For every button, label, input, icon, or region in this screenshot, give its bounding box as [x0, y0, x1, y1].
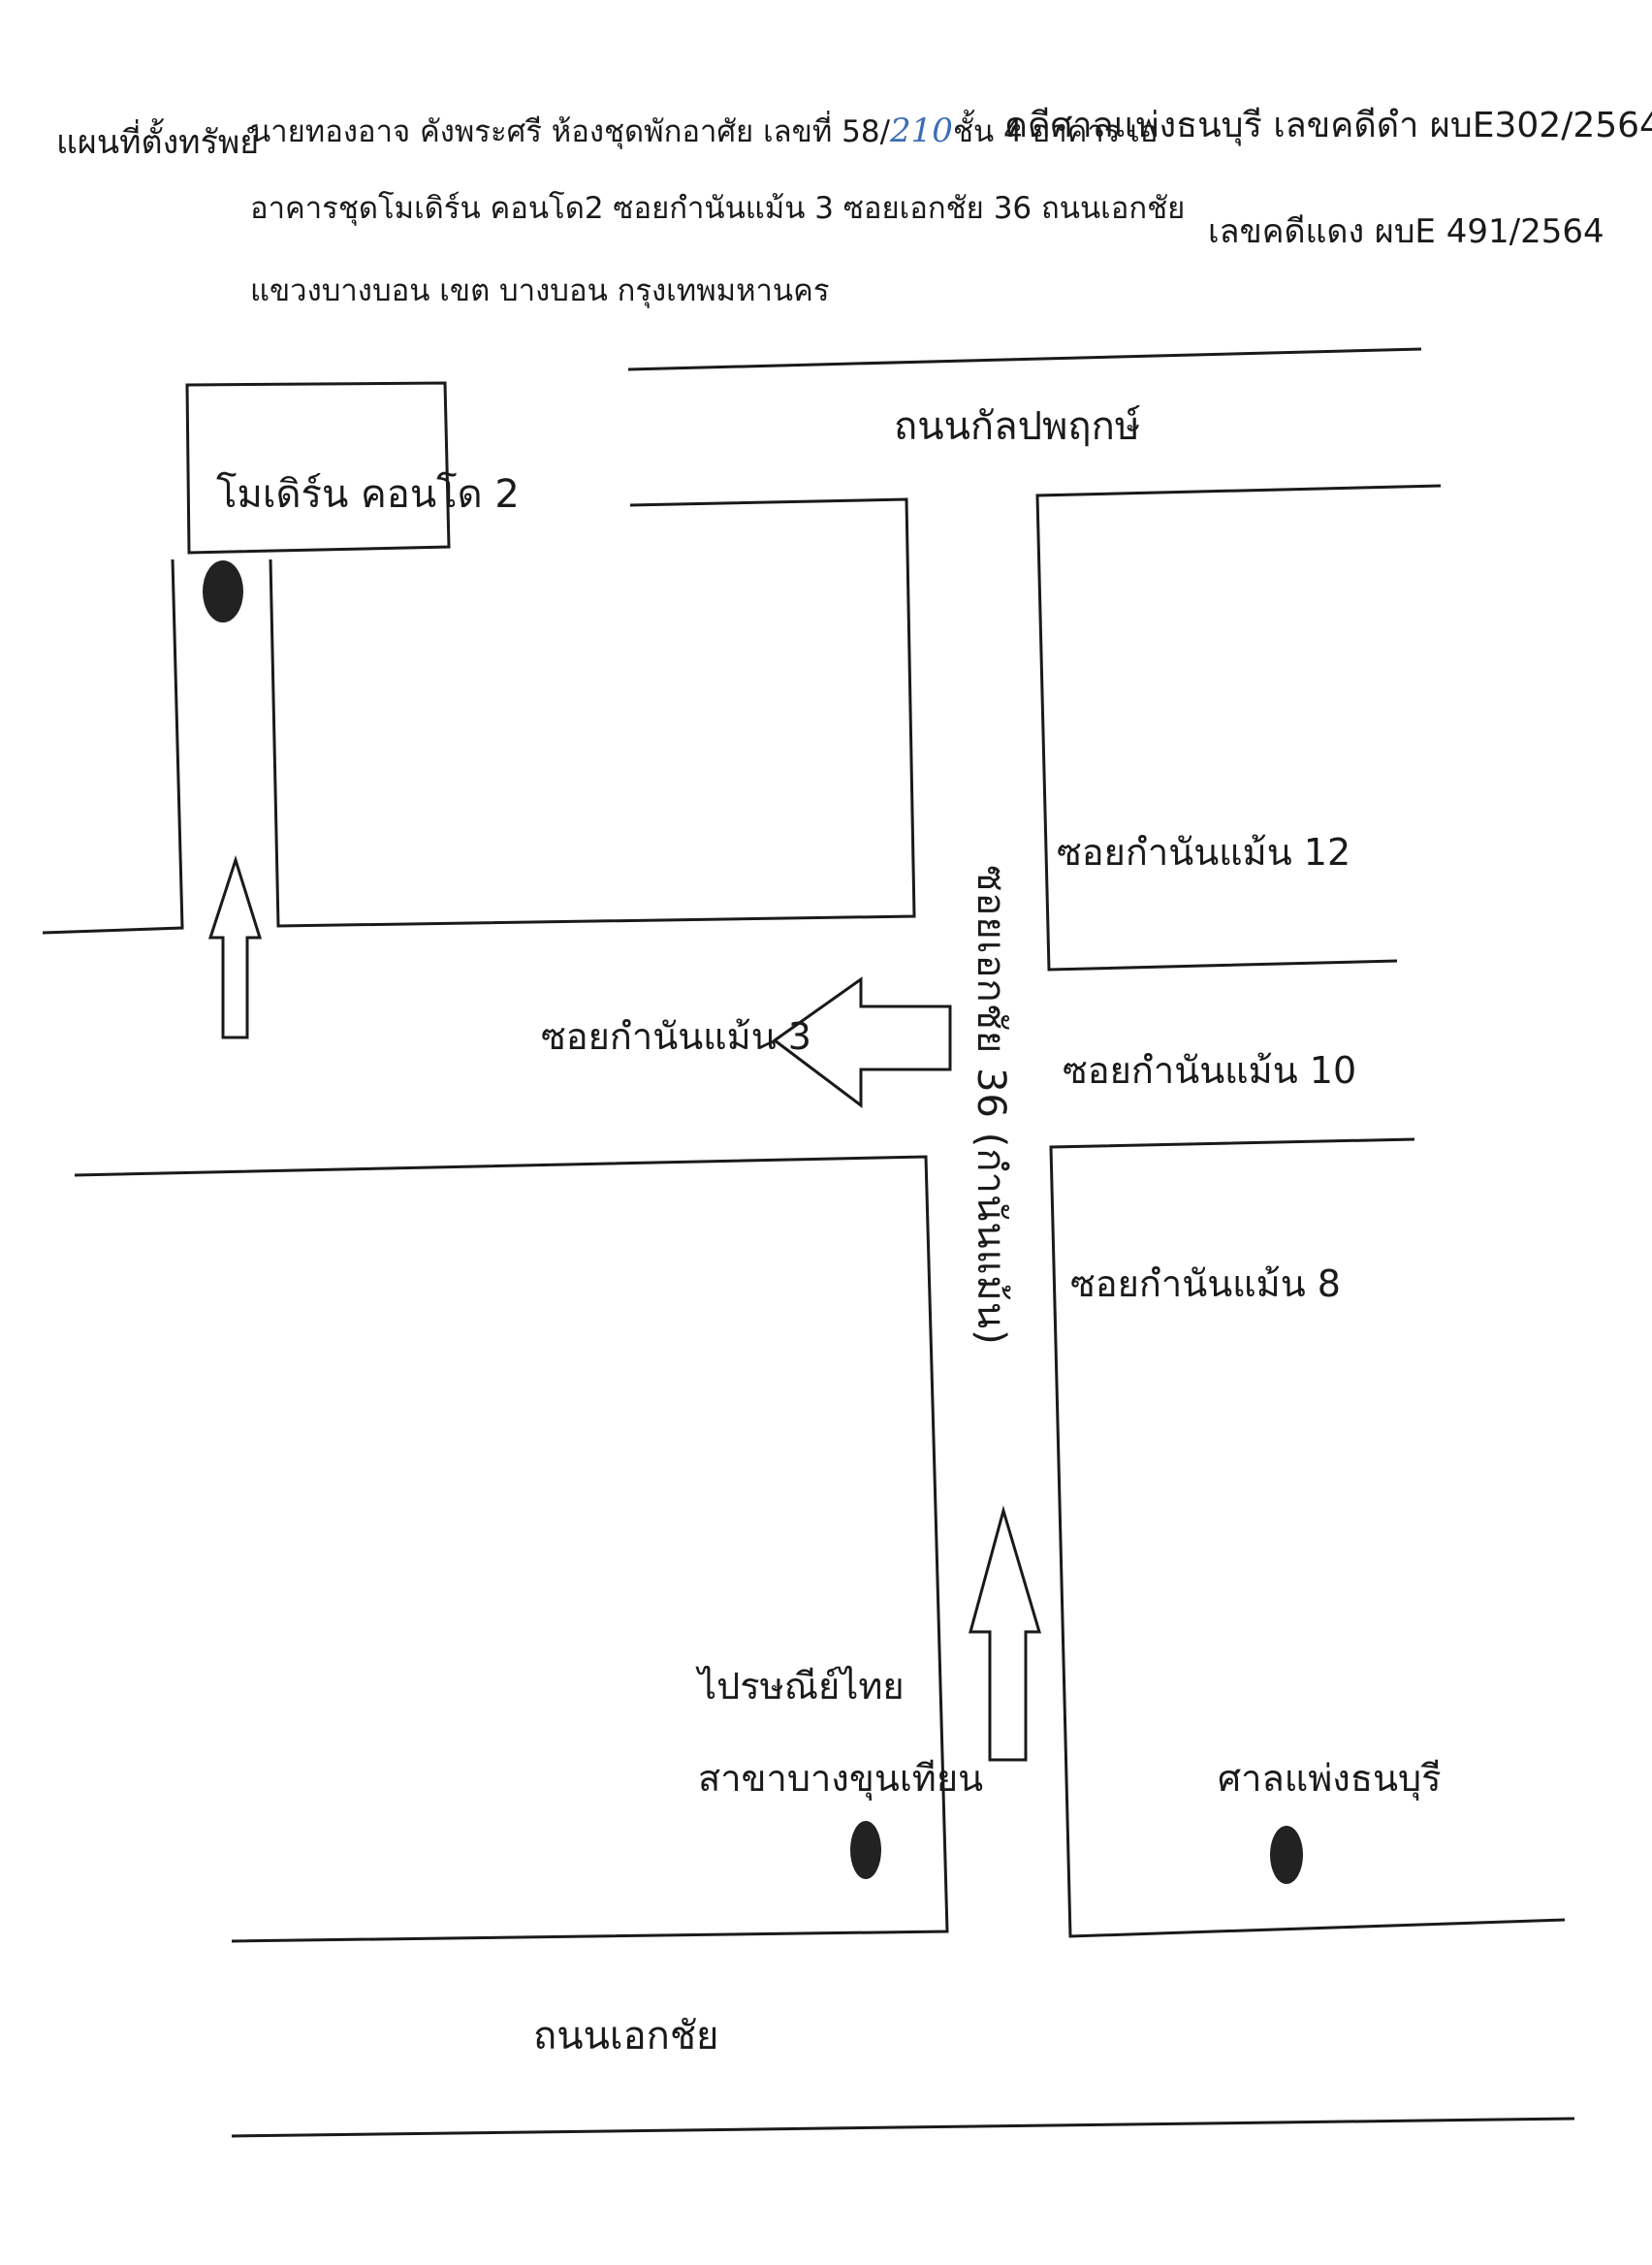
- address-line-1: นายทองอาจ คังพระศรี ห้องชุดพักอาศัย เลขท…: [250, 114, 1159, 147]
- road-label-ekkachai-36: ซอยเอกชัย 36 (กำนันแม้น): [969, 865, 1013, 1346]
- road-label-soi-10: ซอยกำนันแม้น 10: [1063, 1049, 1357, 1092]
- north-east-block: [1035, 484, 1442, 972]
- condo-location-marker-icon: [203, 560, 243, 622]
- address-line-3: แขวงบางบอน เขต บางบอน กรุงเทพมหานคร: [250, 273, 830, 308]
- post-office-label-line-2: สาขาบางขุนเทียน: [698, 1757, 984, 1800]
- road-label-kalapaphruek: ถนนกัลปพฤกษ์: [894, 404, 1141, 449]
- south-road-bottom-edge: [231, 2117, 1575, 2138]
- south-west-block: [74, 1155, 949, 1943]
- south-east-block: [1049, 1137, 1566, 1938]
- north-road-top-edge: [627, 347, 1422, 371]
- court-red-case-number: เลขคดีแดง ผบE 491/2564: [1208, 212, 1604, 251]
- address-line-1-suffix: ชั้น 4 อาคาร เอ: [952, 114, 1159, 149]
- arrow-up-main-soi-icon: [969, 1505, 1042, 1762]
- condo-label: โมเดิร์น คอนโด 2: [216, 472, 520, 517]
- address-line-1-prefix: นายทองอาจ คังพระศรี ห้องชุดพักอาศัย เลขท…: [250, 114, 891, 149]
- post-office-location-marker-icon: [850, 1821, 881, 1879]
- post-office-label-line-1: ไปรษณีย์ไทย: [698, 1665, 905, 1707]
- condo-alley-west-edge: [42, 558, 184, 935]
- address-line-2: อาคารชุดโมเดิร์น คอนโด2 ซอยกำนันแม้น 3 ซ…: [250, 191, 1186, 226]
- condo-building-box: [185, 381, 451, 555]
- court-black-case-number: คดีศาลแพ่งธนบุรี เลขคดีดำ ผบE302/2564: [1004, 106, 1652, 145]
- room-number-handwritten: 210: [890, 112, 953, 150]
- road-label-soi-8: ซอยกำนันแม้น 8: [1070, 1262, 1341, 1305]
- arrow-up-to-condo-icon: [207, 855, 263, 1039]
- road-label-soi-12: ซอยกำนันแม้น 12: [1057, 831, 1351, 874]
- north-west-block: [269, 497, 916, 928]
- court-label: ศาลแพ่งธนบุรี: [1218, 1757, 1442, 1800]
- arrow-left-soi3-icon: [772, 976, 952, 1109]
- court-location-marker-icon: [1270, 1826, 1303, 1884]
- road-label-ekkachai: ถนนเอกชัย: [533, 2014, 719, 2058]
- road-label-soi-3: ซอยกำนันแม้น 3: [541, 1015, 811, 1058]
- document-title: แผนที่ตั้งทรัพย์: [56, 123, 260, 162]
